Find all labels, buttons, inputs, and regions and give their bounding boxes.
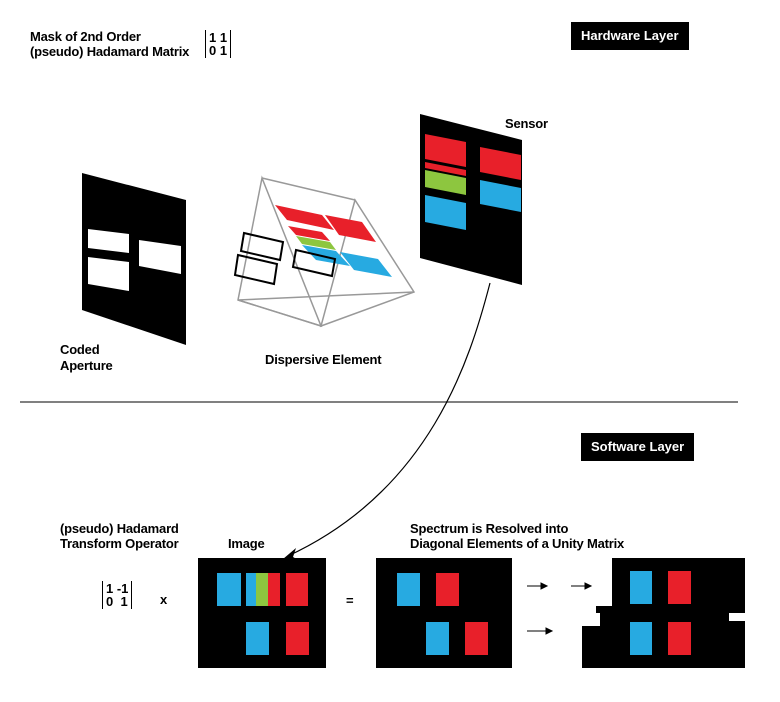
coded-aperture-label-line2: Aperture xyxy=(60,358,113,373)
mask-matrix: 1 1 0 1 xyxy=(205,30,232,58)
operator-matrix-row2: 0 1 xyxy=(106,594,128,609)
image-panel xyxy=(198,558,326,668)
operator-matrix-row1: 1 -1 xyxy=(106,581,129,596)
sensor xyxy=(420,114,522,285)
result-arrows xyxy=(527,582,593,635)
software-layer-badge: Software Layer xyxy=(581,433,695,461)
dispersive-element-label: Dispersive Element xyxy=(265,352,382,367)
spectrum-label-line2: Diagonal Elements of a Unity Matrix xyxy=(410,536,625,551)
hardware-layer-badge: Hardware Layer xyxy=(571,22,689,50)
image-label: Image xyxy=(228,536,265,551)
mask-matrix-row2: 0 1 xyxy=(209,43,228,58)
mask-matrix-row1: 1 1 xyxy=(209,30,228,45)
times-symbol: x xyxy=(160,592,168,607)
sensor-label: Sensor xyxy=(505,116,548,131)
diagonal-panels xyxy=(582,558,745,668)
prism-spectra xyxy=(275,205,392,277)
operator-label-line2: Transform Operator xyxy=(60,536,179,551)
mask-label-line2: (pseudo) Hadamard Matrix xyxy=(30,44,190,59)
spectrum-label-line1: Spectrum is Resolved into xyxy=(410,521,569,536)
equals-symbol: = xyxy=(346,593,354,608)
sensor-to-image-arrow xyxy=(287,282,491,557)
mask-label-line1: Mask of 2nd Order xyxy=(30,29,141,44)
prism-aperture-outlines xyxy=(233,231,337,286)
coded-aperture xyxy=(82,173,186,345)
operator-label-line1: (pseudo) Hadamard xyxy=(60,521,179,536)
result-panel xyxy=(376,558,512,668)
coded-aperture-label-line1: Coded xyxy=(60,342,100,357)
operator-matrix: 1 -1 0 1 xyxy=(102,581,133,609)
